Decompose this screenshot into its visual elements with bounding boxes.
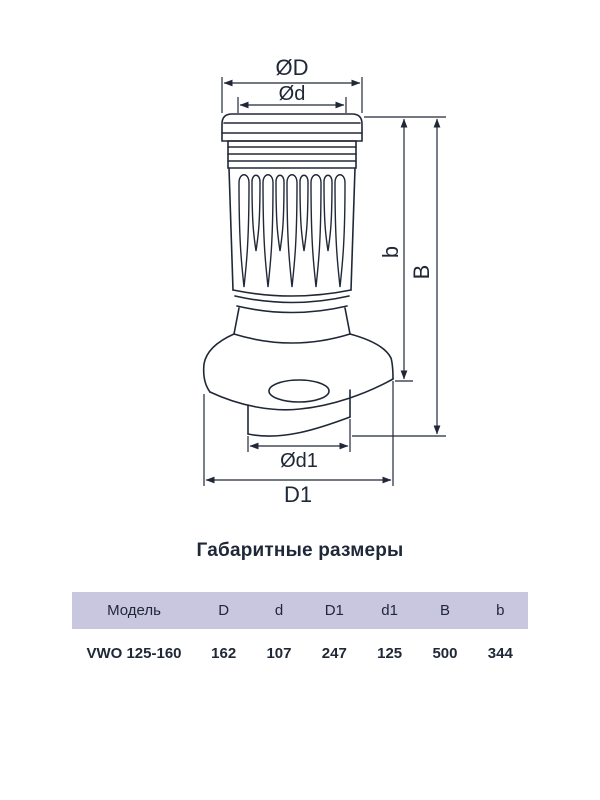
cell-d1: 125 — [361, 629, 418, 672]
cell-B: 500 — [417, 629, 473, 672]
base-skirt-outline — [202, 295, 394, 437]
table-row: VWO 125-160 162 107 247 125 500 344 — [72, 629, 528, 672]
dim-label-pipe-diameter: Ød1 — [280, 450, 318, 472]
dim-label-skirt-diameter: D1 — [284, 482, 312, 507]
cell-d: 107 — [251, 629, 307, 672]
cell-model: VWO 125-160 — [72, 629, 196, 672]
dimension-lines — [203, 77, 446, 486]
cell-D: 162 — [196, 629, 252, 672]
vent-slots — [238, 174, 346, 288]
col-header-D1: D1 — [306, 592, 362, 629]
col-header-d: d — [251, 592, 307, 629]
dim-label-inner-diameter: Ød — [279, 83, 306, 105]
col-header-B: B — [417, 592, 473, 629]
section-title: Габаритные размеры — [196, 540, 404, 561]
dimensions-table: Модель D d D1 d1 B b VWO 125-160 162 107… — [72, 592, 528, 672]
cell-b: 344 — [472, 629, 528, 672]
col-header-D: D — [196, 592, 252, 629]
dim-label-height-b: b — [378, 246, 403, 258]
vent-cap-outline — [221, 113, 363, 297]
col-header-d1: d1 — [361, 592, 418, 629]
col-header-model: Модель — [72, 592, 196, 629]
col-header-b: b — [472, 592, 528, 629]
dim-label-outer-diameter: ØD — [276, 55, 309, 80]
cell-D1: 247 — [306, 629, 362, 672]
table-header-row: Модель D d D1 d1 B b — [72, 592, 528, 629]
vent-outlet-dimension-drawing: ØD Ød b B Ød1 D1 — [202, 55, 446, 507]
dim-label-height-B: B — [409, 265, 434, 280]
